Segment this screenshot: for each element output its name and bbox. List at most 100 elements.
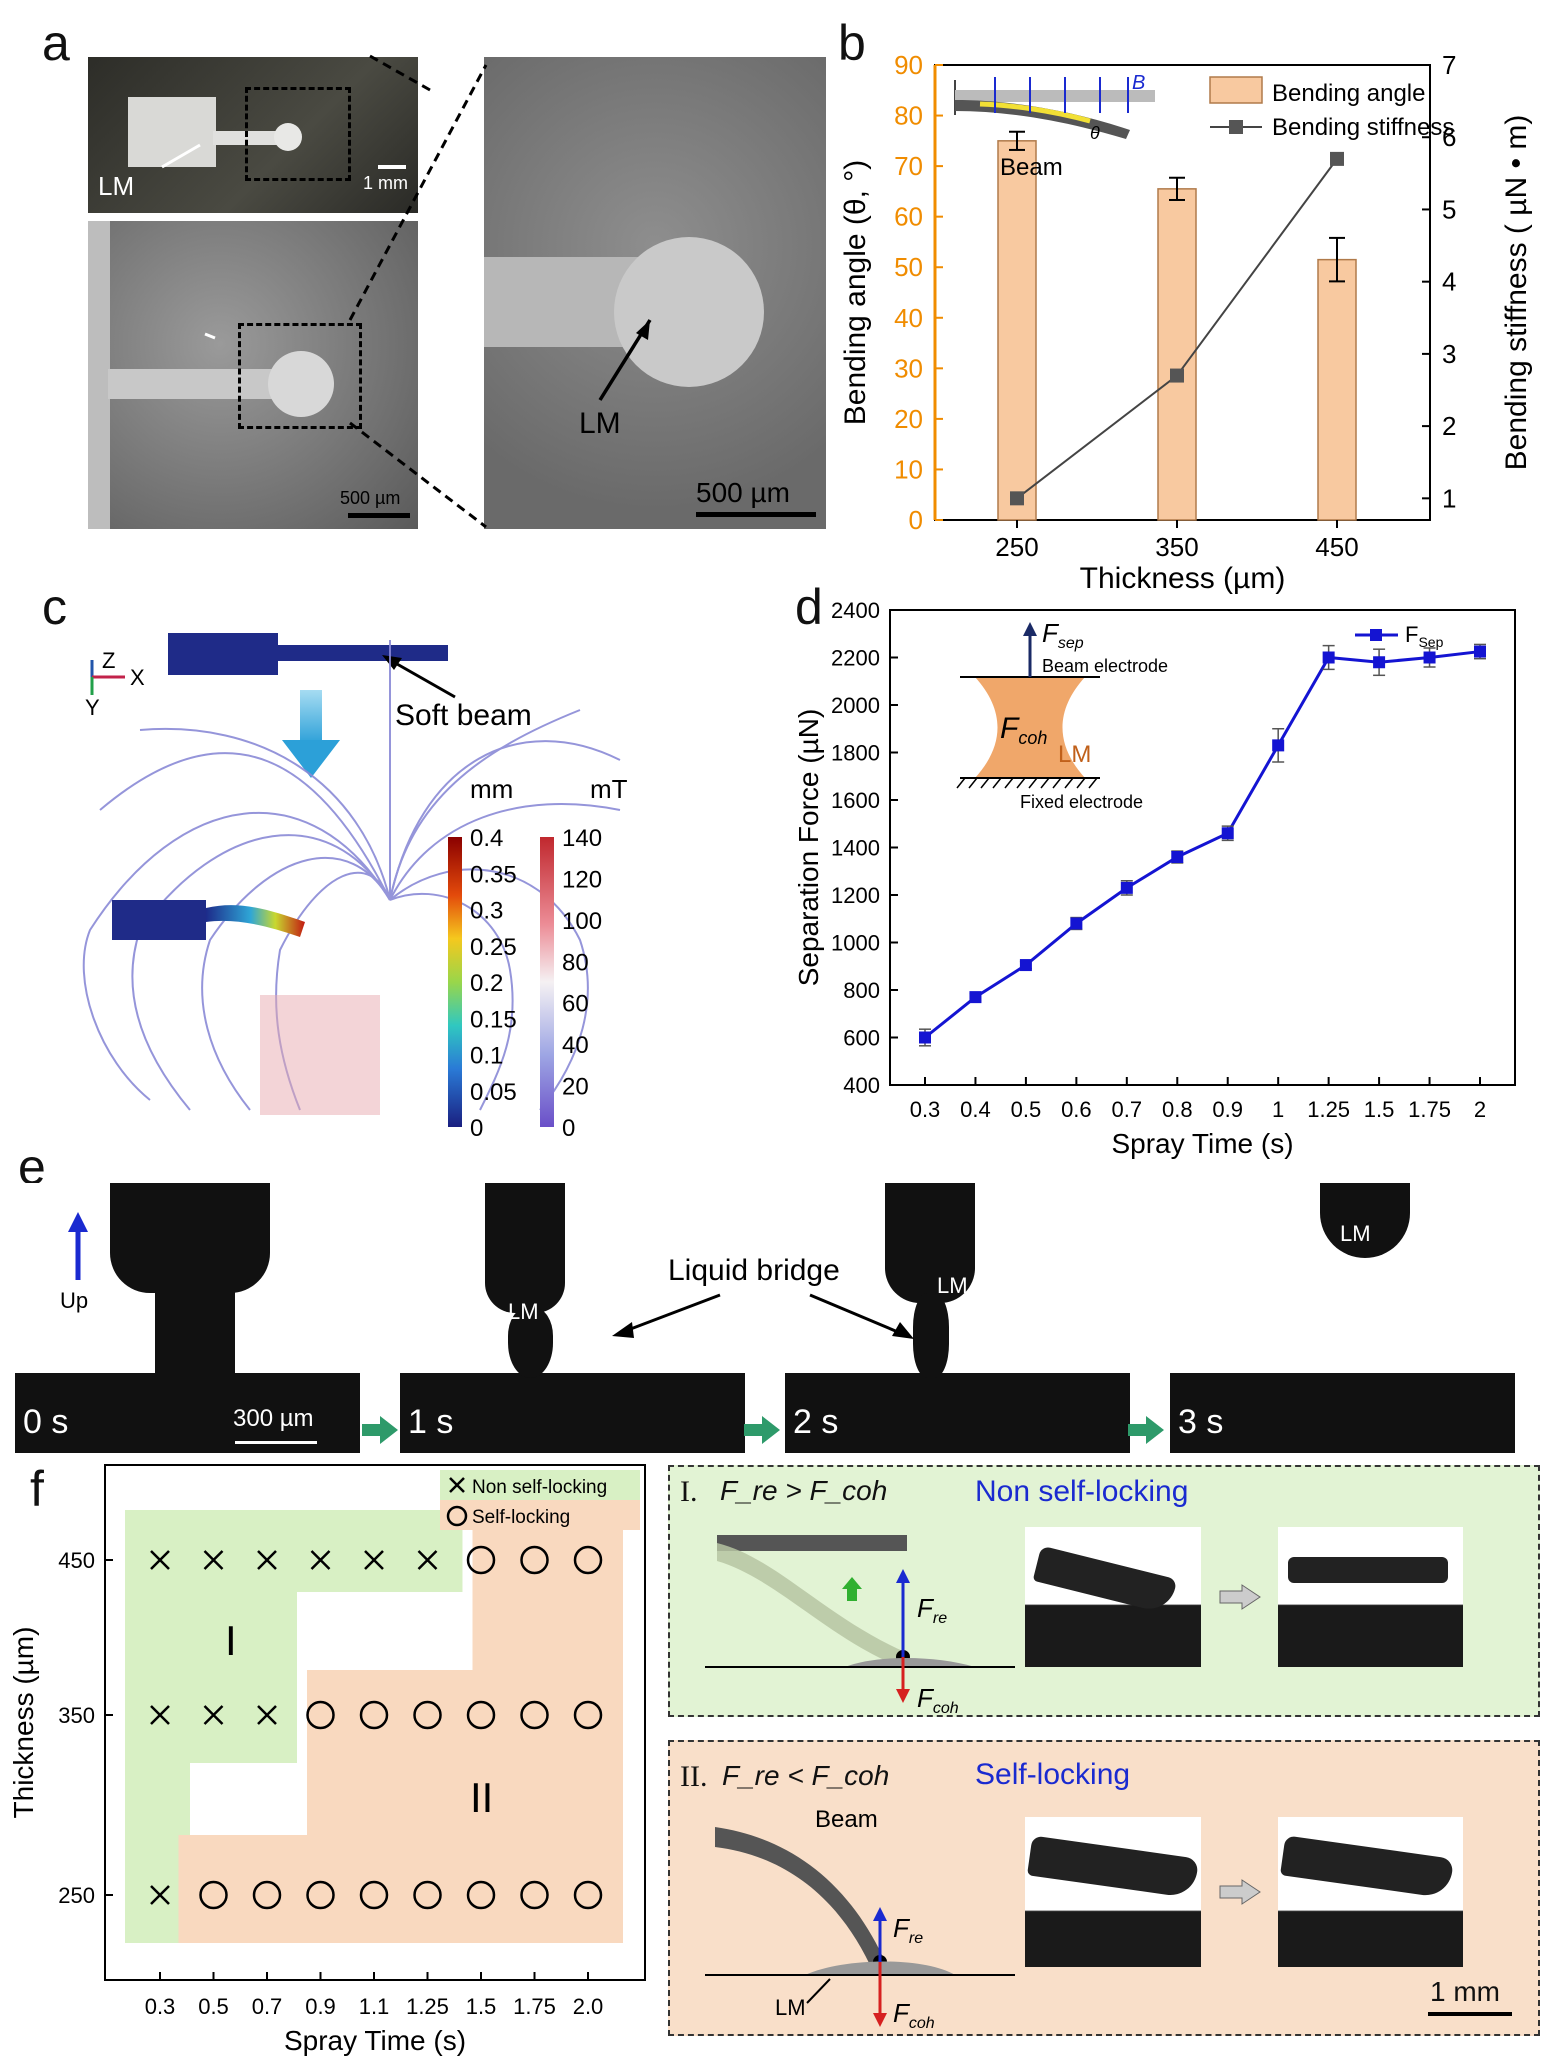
y-tick-label: 350 [58, 1703, 95, 1728]
time-1s: 1 s [408, 1403, 454, 1441]
lm-pad [128, 97, 216, 167]
x-tick-label: 2.0 [573, 1994, 604, 2019]
panel-label-b: b [838, 15, 866, 71]
frame-0s-substrate [15, 1373, 360, 1453]
zoom-box [245, 87, 351, 181]
force-point [1019, 959, 1032, 972]
colorbar-mt-tick: 40 [562, 1032, 589, 1059]
field-lines [82, 640, 621, 1111]
x-tick-label: 0.5 [1011, 1097, 1042, 1122]
force-point [1423, 651, 1436, 664]
legend-marker [1370, 629, 1382, 641]
sem-overview: 500 µm [88, 221, 418, 529]
x-tick-label: 0.9 [1212, 1097, 1243, 1122]
x-tick-label: 0.6 [1061, 1097, 1092, 1122]
region-self-locking [178, 1510, 623, 1943]
axis-y-label: Y [85, 695, 100, 720]
legend-label-line: Bending stiffness [1272, 114, 1454, 141]
colorbar-mm-tick: 0.3 [470, 898, 503, 925]
x-tick-label: 1.5 [466, 1994, 497, 2019]
x-tick-label: 0.3 [145, 1994, 176, 2019]
bar [997, 140, 1037, 521]
x-axis-label: Spray Time (s) [1111, 1128, 1293, 1159]
panel-label-d: d [795, 579, 823, 635]
panel-label-f: f [30, 1461, 44, 1517]
frame-1s-bridge [508, 1308, 553, 1378]
legend-label-2: Self-locking [472, 1507, 570, 1528]
scale-1mm: 1 mm [363, 173, 408, 193]
marker-self-locking [306, 1880, 335, 1910]
inset-hatch [1076, 777, 1086, 789]
unit-mt: mT [590, 774, 628, 804]
inset-hatch [1028, 777, 1038, 789]
legend-marker-o [446, 1505, 468, 1527]
inset-hatch [1052, 777, 1062, 789]
legend-bg-2 [440, 1500, 640, 1530]
y-tick-label: 2200 [831, 646, 880, 671]
lm-arrow [161, 143, 201, 169]
zoom-line-bottom [349, 421, 487, 529]
y-tick-label: 50 [894, 252, 923, 282]
case2-schematic: Beam LM Fre Fcoh [705, 1806, 1015, 2032]
x-tick-label: 0.7 [252, 1994, 283, 2019]
x-tick-label: 0.8 [1162, 1097, 1193, 1122]
case2-fre-label: Fre [893, 1913, 923, 1947]
colorbar-mm-tick: 0.25 [470, 934, 517, 961]
case1-beam-deflected [717, 1543, 905, 1665]
case1-schematic: Fre Fcoh [705, 1535, 1015, 1717]
marker-self-locking [573, 1545, 603, 1575]
colorbar-mt-tick: 120 [562, 866, 602, 893]
case1-photo-1-beam [1032, 1545, 1178, 1615]
marker-self-locking [520, 1880, 549, 1910]
force-point [1474, 645, 1486, 658]
case1-beam-original [717, 1535, 907, 1551]
sem-scale-bar [348, 513, 410, 518]
lm-3s: LM [1340, 1221, 1371, 1246]
bridge-arrow-left [619, 1293, 721, 1335]
time-3s: 3 s [1178, 1403, 1224, 1441]
frame-2s-nozzle [885, 1183, 975, 1303]
frame-1s-nozzle [485, 1183, 565, 1313]
case1-fcoh-head [896, 1689, 910, 1703]
panel-label-a: a [42, 15, 70, 71]
force-point [1322, 651, 1335, 664]
frame-0s-nozzle [110, 1183, 270, 1293]
marker-non-self-locking [150, 1550, 170, 1570]
lm-2s: LM [937, 1273, 968, 1298]
case2-arrow [1219, 1879, 1261, 1905]
inset-hatch [1040, 777, 1050, 789]
y-right-tick-label: 7 [1442, 50, 1456, 80]
y-tick-label: 1200 [831, 883, 880, 908]
case2-fre-head [873, 1907, 887, 1921]
case-self-locking: II. F_re < F_coh Self-locking Beam LM Fr… [668, 1740, 1540, 2036]
frame-2s-substrate [785, 1373, 1130, 1453]
colorbar-mt [540, 837, 554, 1127]
force-line [924, 650, 1481, 1039]
soft-beam-label: Soft beam [395, 699, 532, 732]
case2-photo-2 [1278, 1817, 1463, 1967]
colorbar-mm-tick: 0.05 [470, 1079, 517, 1106]
transition-arrow-head [282, 740, 340, 778]
force-point [1171, 851, 1184, 863]
lm-label: LM [98, 171, 135, 201]
case2-lm-label: LM [775, 1995, 806, 2020]
inset-hatch [1004, 777, 1014, 789]
stiffness-point [1330, 151, 1344, 166]
y-tick-label: 40 [894, 303, 923, 333]
next-arrow-2 [744, 1416, 780, 1444]
y-right-axis-label: Bending stiffness ( µN • m) [1500, 115, 1533, 471]
colorbar-mm-ticks: 0.40.350.30.250.20.150.10.050 [470, 825, 517, 1142]
force-point [969, 991, 982, 1004]
x-tick-label: 1.75 [1408, 1097, 1451, 1122]
case-non-self-locking: I. F_re > F_coh Non self-locking Fre Fco… [668, 1465, 1540, 1717]
x-tick-label: 1.25 [406, 1994, 449, 2019]
beam-arm-top [276, 645, 448, 661]
frame-2s-bridge [913, 1293, 949, 1378]
transition-arrow-shaft [300, 690, 322, 744]
y-tick-label: 20 [894, 404, 923, 434]
case1-title: Non self-locking [975, 1475, 1189, 1508]
